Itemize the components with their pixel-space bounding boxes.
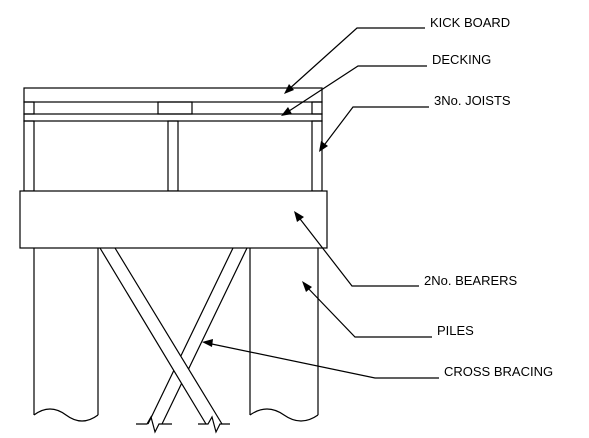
cross-bracing-member-a [147,247,248,425]
label-decking: DECKING [432,52,492,67]
leader-cross-bracing [202,339,439,379]
break-symbol-right [198,415,230,434]
pile-right [249,248,319,422]
kick-board [23,87,323,103]
leader-kick-board [284,27,425,94]
joists [23,120,323,192]
label-piles: PILES [437,323,474,338]
leader-bearers [294,211,419,287]
cross-bracing-member-b [99,247,223,425]
pile-left [33,248,99,422]
label-kick-board: KICK BOARD [430,15,511,30]
bearer [19,190,328,249]
leader-decking [281,65,427,116]
label-joists: 3No. JOISTS [434,93,511,108]
break-symbol-left [136,415,172,434]
label-cross-bracing: CROSS BRACING [444,364,554,379]
leader-piles [302,281,432,338]
decking [23,101,323,122]
label-bearers: 2No. BEARERS [424,273,518,288]
leader-joists [319,106,429,152]
